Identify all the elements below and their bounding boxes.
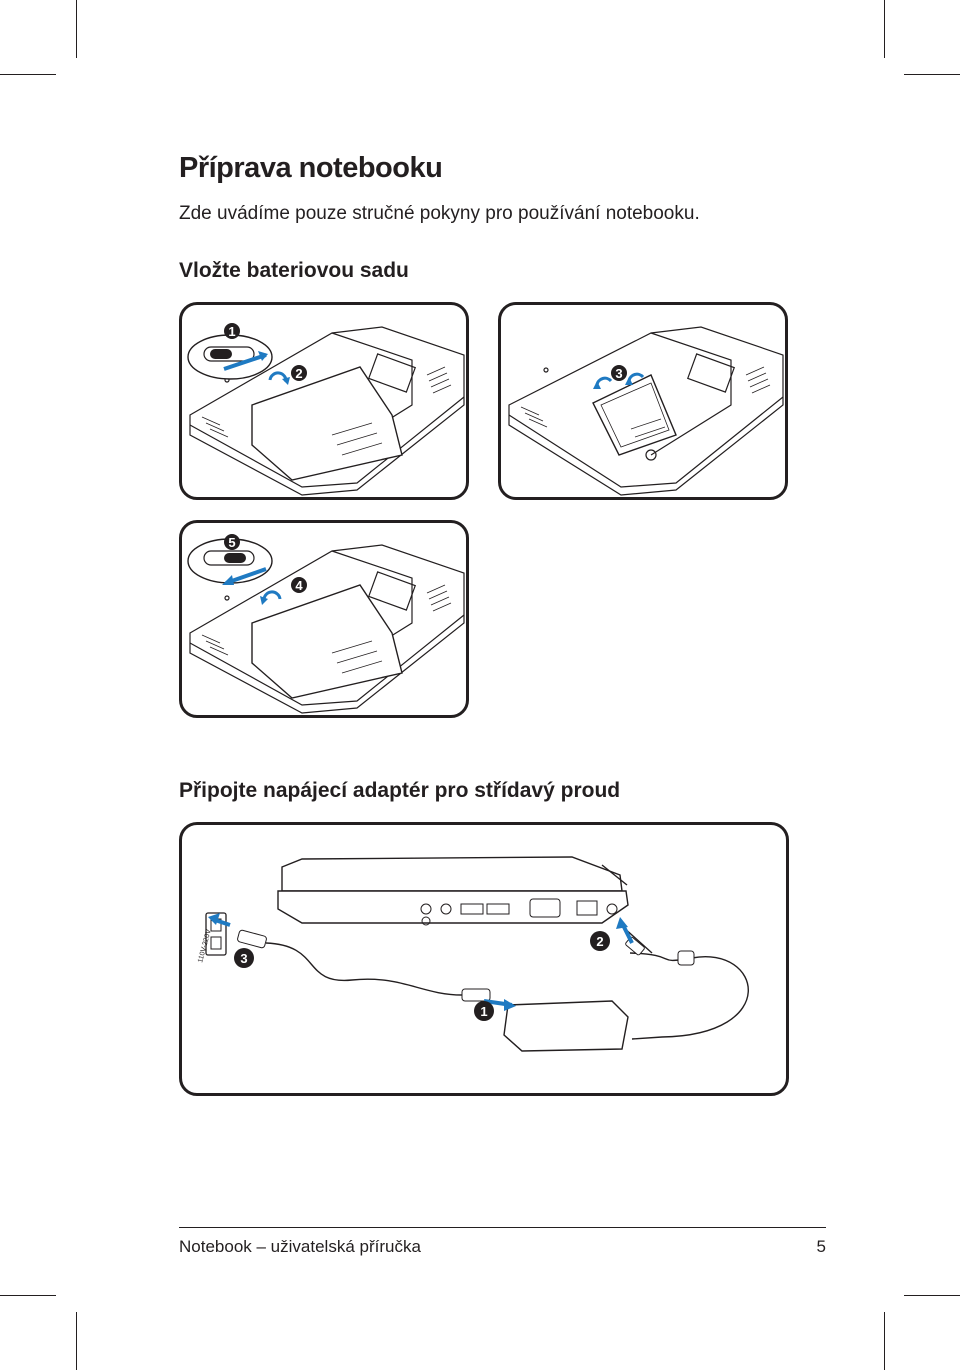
battery-figure-step-1-2: 1 2 — [179, 302, 469, 500]
svg-text:3: 3 — [615, 366, 622, 381]
laptop-underside-illustration: 5 4 — [187, 534, 465, 714]
intro-text: Zde uvádíme pouze stručné pokyny pro pou… — [179, 203, 700, 224]
page-title: Příprava notebooku — [179, 152, 443, 184]
step-badge: 1 — [474, 1001, 494, 1021]
crop-mark — [0, 74, 56, 75]
step-badge: 4 — [291, 577, 307, 593]
adapter-section-title: Připojte napájecí adaptér pro střídavý p… — [179, 779, 621, 802]
footer-rule — [179, 1227, 826, 1228]
svg-text:4: 4 — [295, 578, 303, 593]
laptop-underside-illustration: 1 2 — [187, 323, 465, 496]
adapter-brick — [503, 1000, 629, 1052]
footer-title: Notebook – uživatelská příručka — [179, 1237, 421, 1256]
step-badge: 2 — [590, 931, 610, 951]
battery-figure-step-3: 3 — [498, 302, 788, 500]
svg-text:2: 2 — [596, 934, 603, 949]
svg-text:5: 5 — [228, 535, 235, 550]
step-badge: 2 — [291, 365, 307, 381]
step-badge: 3 — [234, 948, 254, 968]
adapter-figure: 110V-220V 1 2 — [179, 822, 789, 1096]
crop-mark — [904, 74, 960, 75]
crop-mark — [884, 1312, 885, 1370]
crop-mark — [76, 1312, 77, 1370]
crop-mark — [76, 0, 77, 58]
step-badge: 3 — [611, 365, 627, 381]
laptop-underside-illustration: 3 — [508, 326, 784, 496]
ac-adapter-illustration: 110V-220V 1 2 — [197, 856, 749, 1052]
step-badge: 1 — [224, 323, 240, 339]
svg-text:2: 2 — [295, 366, 302, 381]
page-number: 5 — [816, 1237, 826, 1256]
crop-mark — [0, 1295, 56, 1296]
crop-mark — [904, 1295, 960, 1296]
battery-figure-step-4-5: 5 4 — [179, 520, 469, 718]
svg-text:1: 1 — [480, 1004, 487, 1019]
battery-section-title: Vložte bateriovou sadu — [179, 259, 409, 282]
crop-mark — [884, 0, 885, 58]
svg-text:1: 1 — [228, 324, 235, 339]
step-badge: 5 — [224, 534, 240, 550]
svg-text:3: 3 — [240, 951, 247, 966]
